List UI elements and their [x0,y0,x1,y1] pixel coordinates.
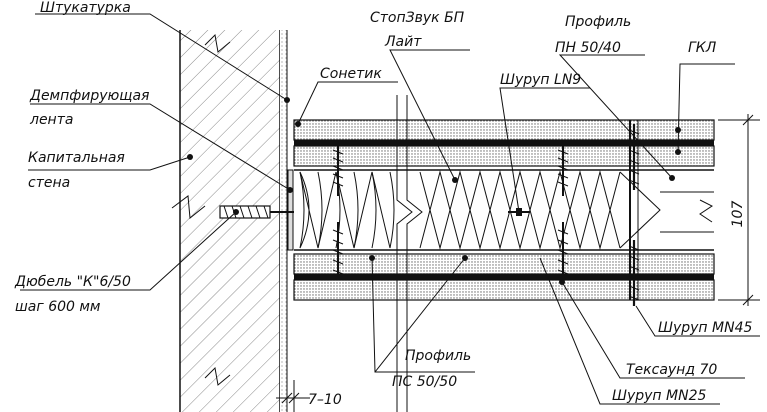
insulation-cavity [294,95,714,412]
label-damper-tape-line1: Демпфирующая [29,88,149,104]
label-dowel-line2: шаг 600 мм [15,299,101,315]
label-screw-mn25: Шуруп MN25 [612,388,706,404]
label-screw-mn45: Шуруп MN45 [658,320,752,336]
screw-lower-3 [628,240,640,306]
label-sonetik: Сонетик [320,66,382,82]
dimension-107-label: 107 [730,201,746,228]
screw-upper-1 [332,146,344,196]
annotation-labels: Штукатурка Демпфирующая лента Капитальна… [14,0,752,404]
dimension-7-10-label: 7–10 [308,392,342,408]
dimension-107: 107 [718,114,760,306]
label-profile-ps-line2: ПС 50/50 [392,374,457,390]
screw-lower-2 [557,222,569,280]
screw-upper-2 [557,146,569,196]
label-dowel-line1: Дюбель "К"6/50 [14,274,131,290]
label-profile-pn-line2: ПН 50/40 [555,40,621,56]
label-teksaund: Тексаунд 70 [626,362,717,378]
label-capital-wall-line2: стена [28,175,70,191]
dimension-7-10: 7–10 [276,380,342,412]
screws [332,124,640,306]
upper-board-stack [293,119,715,167]
damper-tape [287,169,294,251]
plaster-layer [280,30,288,412]
label-profile-ps-line1: Профиль [405,348,471,364]
leaders [20,13,760,405]
label-stopzvuk-line1: СтопЗвук БП [370,10,465,26]
label-screw-ln9: Шуруп LN9 [500,72,581,88]
label-stopzvuk-line2: Лайт [384,34,422,50]
label-capital-wall-line1: Капитальная [28,150,125,166]
label-gkl: ГКЛ [688,40,717,56]
screw-upper-3 [628,124,640,190]
lower-board-stack [293,253,715,301]
label-profile-pn-line1: Профиль [565,14,631,30]
screw-lower-1 [332,222,344,280]
label-plaster: Штукатурка [40,0,131,16]
label-damper-tape-line2: лента [29,112,73,128]
